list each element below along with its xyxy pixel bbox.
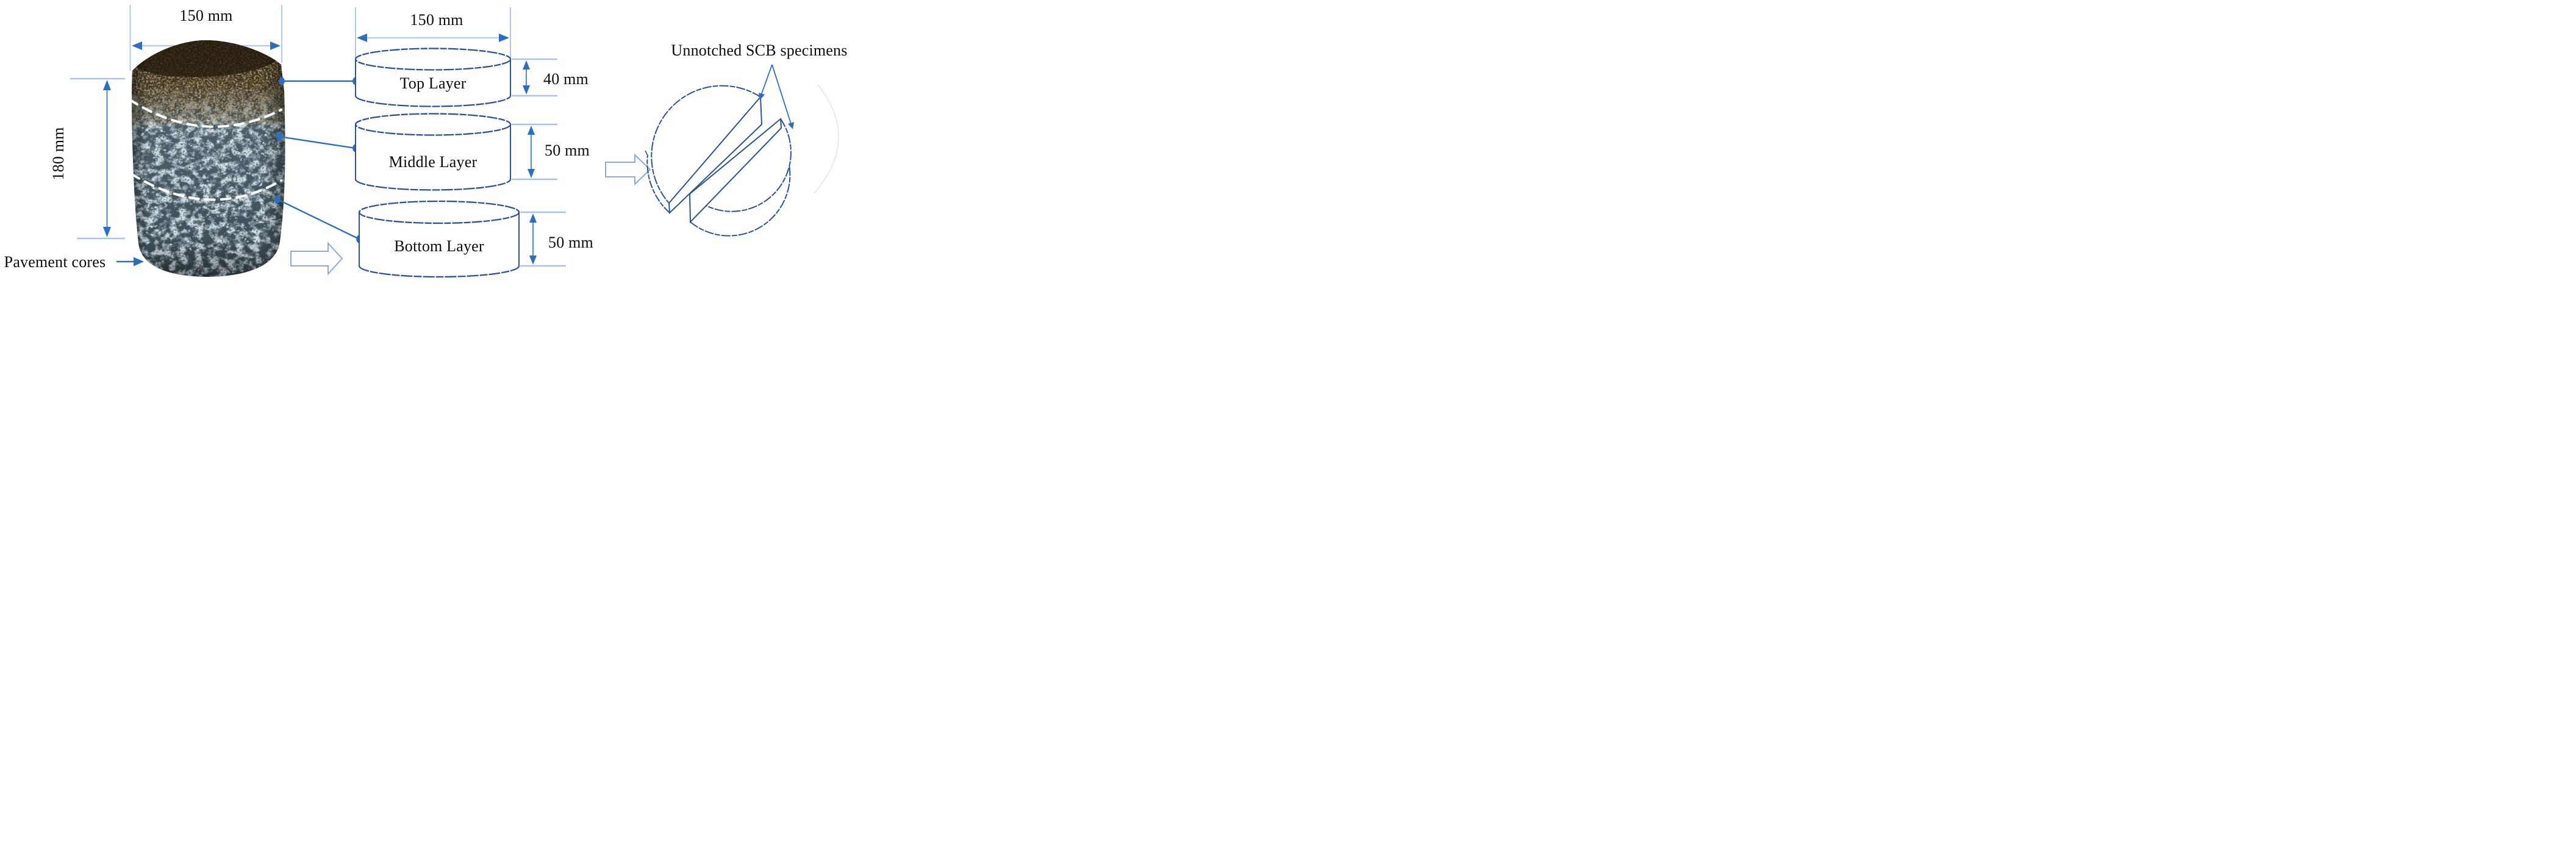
core-height-dimension: [70, 77, 125, 240]
arrowhead-icon: [103, 80, 111, 90]
diagram-linework: [70, 5, 839, 278]
cylinder-bottom-layer: [358, 200, 520, 278]
arrowhead-icon: [103, 227, 111, 237]
transform-arrow-icon: [605, 153, 651, 186]
scb-cut-face: [668, 95, 763, 215]
connector-line-middle: [279, 135, 356, 149]
cylinder-top-ellipse: [354, 113, 512, 136]
arrowhead-icon: [759, 93, 765, 100]
core-photo: [132, 40, 285, 277]
connector-dot: [274, 195, 281, 204]
scb-rim-edge: [645, 150, 648, 156]
middle-thickness-dimension: [512, 123, 557, 181]
arrowhead-icon: [270, 41, 281, 50]
scb-specimen-left: [645, 85, 763, 215]
pointer-line: [760, 64, 773, 96]
arrowhead-icon: [134, 257, 144, 266]
core-height-label: 180 mm: [49, 127, 67, 181]
arrowhead-icon: [788, 122, 794, 129]
pavement-cores-label: Pavement cores: [4, 253, 106, 271]
scb-specimen-right: [689, 117, 792, 237]
scb-top-face: [651, 85, 760, 203]
cylinder-top-ellipse: [358, 200, 520, 224]
arrowhead-icon: [523, 85, 530, 95]
scb-top-rim: [651, 85, 761, 204]
arrowhead-icon: [499, 34, 509, 42]
layer-cut-dashed-line: [132, 98, 282, 128]
middle-thickness-label: 50 mm: [545, 141, 590, 159]
cylinder-top-ellipse: [354, 48, 512, 71]
arrowhead-icon: [529, 213, 537, 223]
cylinder-bottom-arc: [354, 179, 512, 191]
cylinder-middle-layer: [354, 113, 512, 191]
arrowhead-icon: [523, 60, 530, 70]
scb-cut-face: [689, 117, 782, 224]
arrowhead-icon: [529, 256, 537, 265]
bottom-thickness-label: 50 mm: [548, 234, 593, 251]
top-thickness-dimension: [512, 58, 557, 97]
top-thickness-label: 40 mm: [543, 70, 589, 88]
ghost-arc: [814, 84, 839, 194]
arrowhead-icon: [132, 41, 142, 50]
arrowhead-icon: [528, 169, 535, 178]
connector-dot: [276, 132, 282, 141]
arrowhead-icon: [357, 34, 367, 42]
transform-arrow-icon: [290, 241, 343, 276]
scb-top-rim: [689, 118, 792, 212]
figure-canvas: 150 mm 180 mm Pavement cores 150 mm Top …: [0, 0, 859, 281]
bottom-thickness-dimension: [520, 211, 566, 267]
connector-lines: [274, 77, 362, 243]
core-diameter-label: 150 mm: [179, 7, 233, 24]
connector-dot: [279, 77, 285, 85]
scb-band-fill: [690, 119, 791, 236]
top-layer-label: Top Layer: [399, 74, 467, 92]
layers-diameter-label: 150 mm: [410, 11, 463, 29]
arrowhead-icon: [528, 126, 535, 135]
scb-label-arrows: [759, 64, 794, 129]
cylinder-bottom-arc: [358, 265, 520, 278]
pointer-line: [771, 64, 792, 124]
cylinder-top-layer: [354, 48, 512, 107]
scb-specimens-label: Unnotched SCB specimens: [671, 41, 848, 59]
bottom-layer-label: Bottom Layer: [394, 237, 484, 255]
middle-layer-label: Middle Layer: [388, 153, 478, 171]
layer-cut-dashed-line: [132, 173, 282, 201]
core-photo-texture: [132, 40, 285, 277]
pavement-cores-arrow: [116, 257, 144, 266]
cylinder-bottom-arc: [354, 95, 512, 107]
scb-bottom-rim: [646, 154, 670, 213]
connector-line-bottom: [277, 198, 360, 240]
